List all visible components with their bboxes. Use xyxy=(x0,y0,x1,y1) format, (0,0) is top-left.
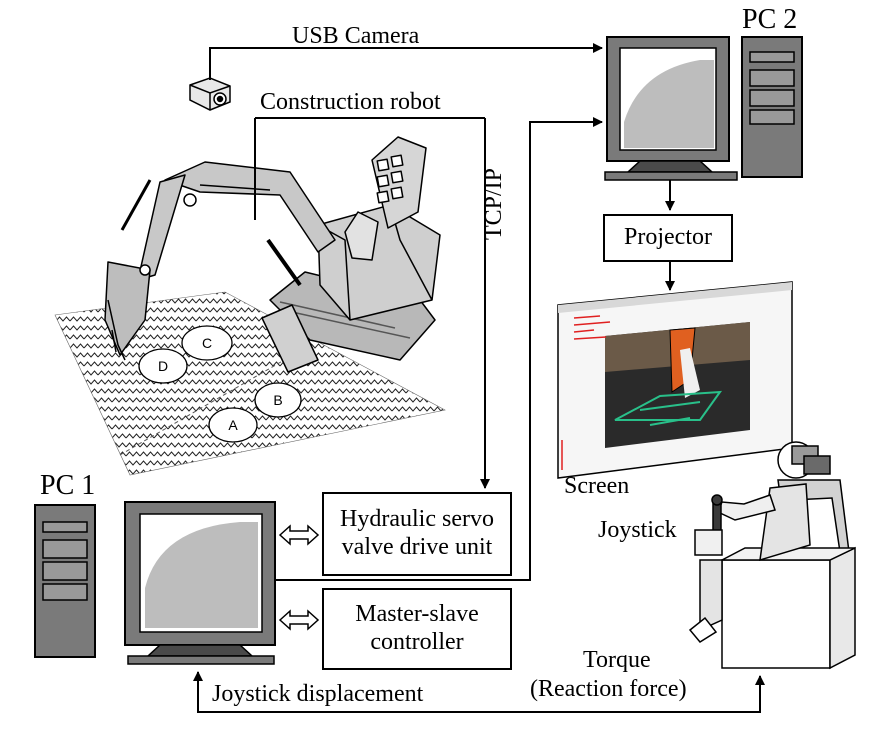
terrain-area: C D B A xyxy=(54,291,446,476)
pc2-label: PC 2 xyxy=(742,4,798,35)
master-slave-box: Master-slave controller xyxy=(322,588,512,670)
construction-robot-illustration xyxy=(104,136,441,373)
hydraulic-label-line1: Hydraulic servo xyxy=(340,506,494,533)
master-slave-label-line1: Master-slave xyxy=(355,601,479,628)
usb-camera-icon xyxy=(189,77,231,111)
torque-label: Torque xyxy=(583,647,651,673)
marker-d-label: D xyxy=(158,358,168,374)
double-arrow-icon xyxy=(278,609,320,631)
joystick-displacement-label: Joystick displacement xyxy=(212,681,424,707)
hydraulic-label-line2: valve drive unit xyxy=(341,534,493,560)
construction-robot-label: Construction robot xyxy=(260,89,441,115)
tcpip-line xyxy=(275,117,603,581)
projector-box: Projector xyxy=(603,214,733,262)
pc1-monitor xyxy=(124,501,276,665)
marker-a xyxy=(208,407,258,443)
pc2-monitor xyxy=(604,36,738,181)
operator-illustration xyxy=(688,441,856,670)
hydraulic-servo-box: Hydraulic servo valve drive unit xyxy=(322,492,512,576)
marker-b xyxy=(254,382,302,418)
pc2-tower xyxy=(741,36,803,178)
joystick-label: Joystick xyxy=(598,517,677,543)
screen-label: Screen xyxy=(564,473,630,499)
marker-a-label: A xyxy=(228,417,238,433)
marker-d xyxy=(138,348,188,384)
master-slave-label-line2: controller xyxy=(370,629,464,655)
marker-c xyxy=(181,325,233,361)
marker-c-label: C xyxy=(202,335,212,351)
projector-label: Projector xyxy=(624,224,712,251)
reaction-force-label: (Reaction force) xyxy=(530,676,687,702)
pc1-label: PC 1 xyxy=(40,470,96,501)
projection-screen xyxy=(557,281,793,479)
marker-b-label: B xyxy=(273,392,282,408)
usb-camera-label: USB Camera xyxy=(292,23,420,49)
tcp-ip-label: TCP/IP xyxy=(481,167,507,240)
pc1-tower xyxy=(34,504,96,658)
double-arrow-icon xyxy=(278,524,320,546)
usb-camera-line xyxy=(209,43,603,80)
